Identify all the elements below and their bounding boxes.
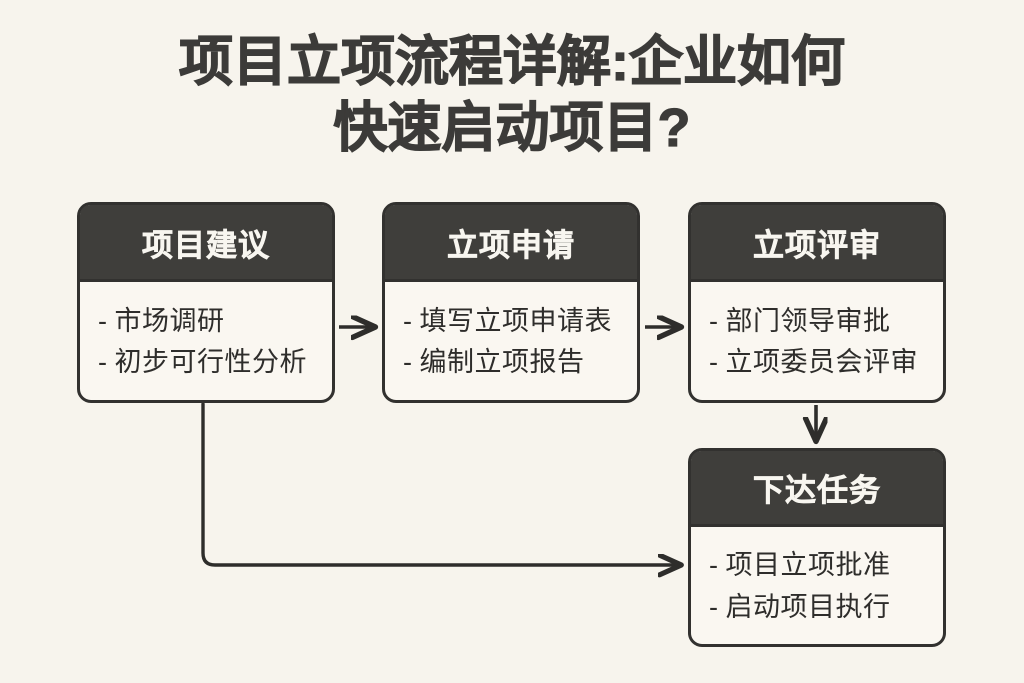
flow-node-item-label: 市场调研 bbox=[114, 305, 225, 336]
flow-node-item-label: 项目立项批准 bbox=[725, 550, 891, 581]
page-title-line-1: 项目立项流程详解:企业如何 bbox=[178, 31, 845, 92]
flow-node-header: 项目建议 bbox=[80, 205, 332, 282]
flow-node-header: 立项评审 bbox=[691, 205, 943, 282]
bullet-dash-icon: - bbox=[403, 305, 413, 336]
flow-node-body: -填写立项申请表 -编制立项报告 bbox=[385, 282, 637, 400]
page-title-line-2: 快速启动项目? bbox=[333, 97, 691, 158]
flow-node-item-label: 初步可行性分析 bbox=[114, 347, 307, 377]
flow-node-item: -编制立项报告 bbox=[403, 342, 637, 383]
flow-node-item-label: 立项委员会评审 bbox=[725, 347, 918, 377]
flow-node-item-label: 启动项目执行 bbox=[725, 591, 891, 622]
flow-node-item: -初步可行性分析 bbox=[98, 342, 332, 383]
bullet-dash-icon: - bbox=[709, 591, 719, 622]
flow-node-item-label: 部门领导审批 bbox=[725, 305, 891, 336]
flow-node-item-label: 编制立项报告 bbox=[419, 347, 585, 377]
flow-node-item: -启动项目执行 bbox=[709, 587, 943, 628]
bullet-dash-icon: - bbox=[709, 550, 719, 581]
flow-node-item: -项目立项批准 bbox=[709, 545, 943, 586]
flow-node-project-review[interactable]: 立项评审 -部门领导审批 -立项委员会评审 bbox=[688, 202, 946, 403]
bullet-dash-icon: - bbox=[709, 305, 719, 336]
bullet-dash-icon: - bbox=[98, 347, 108, 377]
bullet-dash-icon: - bbox=[98, 305, 108, 336]
flow-node-body: -项目立项批准 -启动项目执行 bbox=[691, 527, 943, 644]
flow-node-header: 立项申请 bbox=[385, 205, 637, 282]
arrow-proposal-to-assignment bbox=[201, 402, 680, 565]
flow-node-item: -市场调研 bbox=[98, 301, 332, 342]
bullet-dash-icon: - bbox=[403, 347, 413, 377]
flow-node-body: -市场调研 -初步可行性分析 bbox=[80, 282, 332, 400]
flow-node-item: -立项委员会评审 bbox=[709, 342, 943, 383]
flow-node-project-proposal[interactable]: 项目建议 -市场调研 -初步可行性分析 bbox=[77, 202, 335, 403]
flow-node-item: -填写立项申请表 bbox=[403, 301, 637, 342]
page-title: 项目立项流程详解:企业如何 快速启动项目? bbox=[0, 30, 1024, 162]
flow-node-item: -部门领导审批 bbox=[709, 301, 943, 342]
flow-node-header: 下达任务 bbox=[691, 451, 943, 527]
flow-node-body: -部门领导审批 -立项委员会评审 bbox=[691, 282, 943, 400]
flow-node-item-label: 填写立项申请表 bbox=[419, 305, 612, 336]
flow-node-project-application[interactable]: 立项申请 -填写立项申请表 -编制立项报告 bbox=[382, 202, 640, 403]
bullet-dash-icon: - bbox=[709, 347, 719, 377]
flow-node-task-assignment[interactable]: 下达任务 -项目立项批准 -启动项目执行 bbox=[688, 448, 946, 647]
